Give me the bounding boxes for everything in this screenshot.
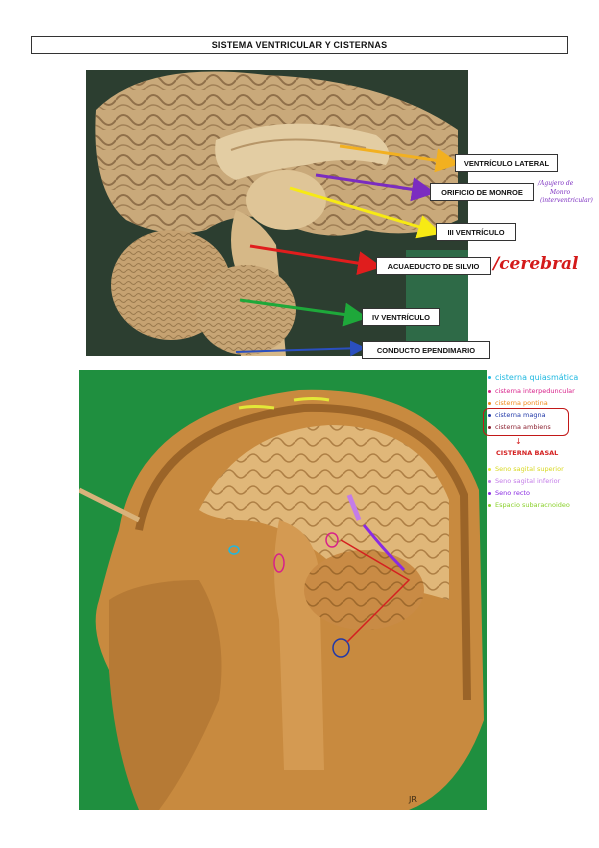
- seno-sagital-inferior-mark: [346, 494, 362, 521]
- legend-seno-sagital-inferior: Seno sagital inferior: [488, 477, 560, 485]
- label-iv-ventriculo: IV VENTRÍCULO: [362, 308, 440, 326]
- note-monroe-1: /Agujero de: [538, 180, 574, 187]
- cisterna-ambiens-mark: [325, 532, 339, 548]
- basal-arrow: ↓: [515, 437, 522, 446]
- label-ventriculo-lateral: VENTRÍCULO LATERAL: [455, 154, 558, 172]
- basal-group-box: [483, 408, 569, 436]
- label-acueducto-silvio: ACUAEDUCTO DE SILVIO: [376, 257, 491, 275]
- seno-sagital-superior-mark-2: [293, 397, 330, 402]
- note-monroe-3: (interventricular): [540, 197, 593, 204]
- legend-cisterna-pontina: cisterna pontina: [488, 399, 548, 407]
- cisterna-magna-mark: [332, 638, 350, 658]
- corner-mark: JR: [408, 795, 417, 804]
- legend-bullet: [488, 413, 491, 417]
- legend-cisterna-interpeduncular: cisterna interpeduncular: [488, 387, 575, 395]
- note-monroe-2: Monro: [550, 189, 571, 196]
- legend-cisterna-quiasmatica: cisterna quiasmática: [488, 373, 578, 382]
- legend-bullet: [488, 401, 491, 405]
- legend-seno-recto: Seno recto: [488, 489, 530, 497]
- head-illustration: JR: [79, 370, 487, 810]
- page-title: SISTEMA VENTRICULAR Y CISTERNAS: [31, 36, 568, 54]
- legend-bullet: [488, 425, 491, 429]
- legend-bullet: [488, 467, 491, 471]
- label-conducto-ependimario: CONDUCTO EPENDIMARIO: [362, 341, 490, 359]
- legend-bullet: [488, 389, 491, 393]
- seno-recto-mark: [362, 524, 406, 572]
- legend-cisterna-magna: cisterna magna: [488, 411, 546, 419]
- label-orificio-monroe: ORIFICIO DE MONROE: [430, 183, 534, 201]
- legend-bullet: [488, 479, 491, 483]
- seno-sagital-superior-mark: [238, 405, 275, 410]
- label-iii-ventriculo: III VENTRÍCULO: [436, 223, 516, 241]
- legend-espacio-subaracnoideo: Espacio subaracnoideo: [488, 501, 570, 509]
- cisterna-basal-mark: [340, 539, 411, 643]
- note-silvio: /cerebral: [493, 254, 579, 274]
- cisterna-interpeduncular-mark: [273, 553, 285, 573]
- legend-bullet: [488, 376, 491, 379]
- head-sagittal-photo: JR: [79, 370, 487, 810]
- legend-cisterna-ambiens: cisterna ambiens: [488, 423, 551, 431]
- legend-bullet: [488, 503, 491, 507]
- legend-seno-sagital-superior: Seno sagital superior: [488, 465, 564, 473]
- basal-label: CISTERNA BASAL: [496, 449, 559, 457]
- cisterna-quiasmatica-mark: [228, 545, 240, 555]
- legend-bullet: [488, 491, 491, 495]
